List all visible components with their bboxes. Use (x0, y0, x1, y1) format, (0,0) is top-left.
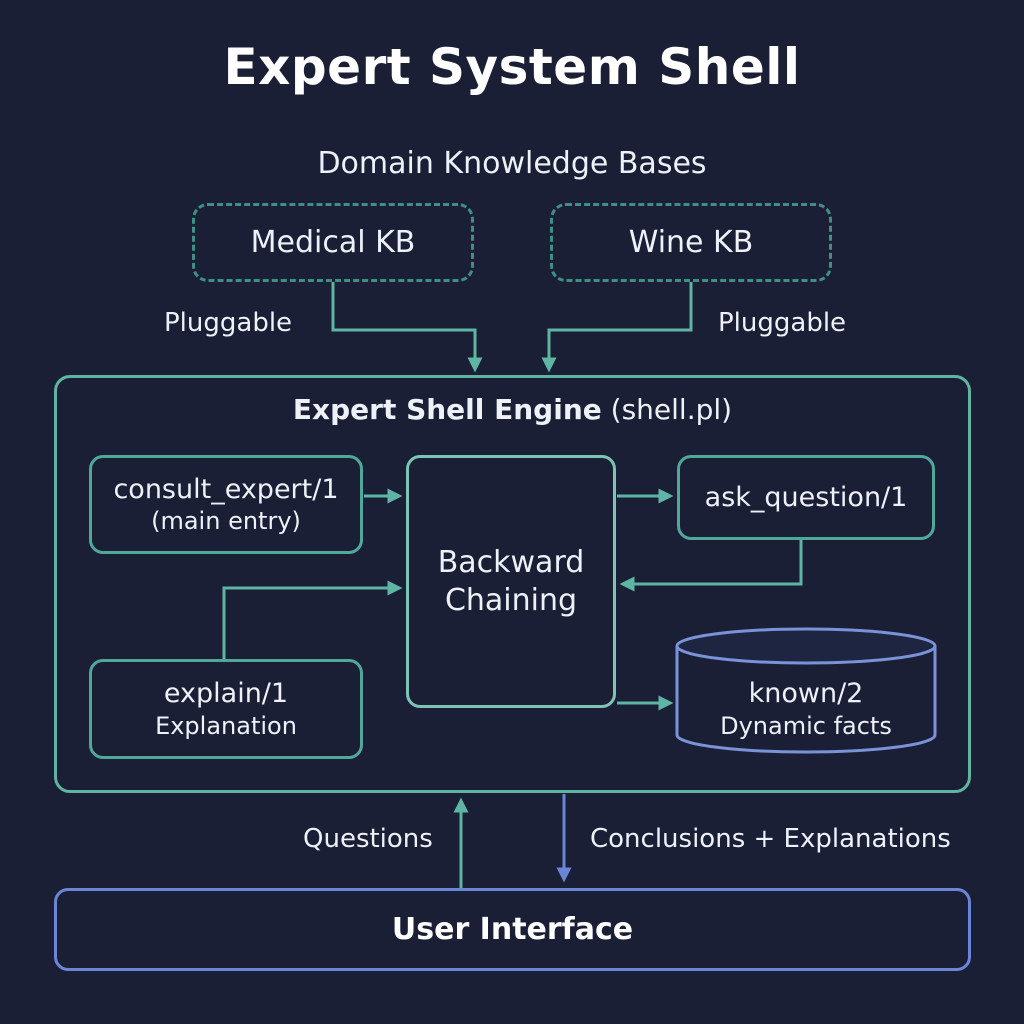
known-name: known/2 (748, 678, 864, 710)
ask-question-name: ask_question/1 (704, 481, 908, 513)
engine-name: Expert Shell Engine (292, 393, 602, 426)
user-interface-box: User Interface (54, 888, 971, 971)
known-facts-text: known/2 Dynamic facts (677, 665, 935, 753)
knowledge-bases-heading: Domain Knowledge Bases (317, 146, 707, 181)
diagram-title: Expert System Shell (223, 38, 801, 96)
backward-chaining-box: Backward Chaining (406, 455, 616, 708)
consult-expert-desc: (main entry) (151, 507, 301, 536)
explain-box: explain/1 Explanation (89, 659, 363, 759)
engine-title: Expert Shell Engine (shell.pl) (54, 393, 971, 426)
explain-name: explain/1 (163, 678, 289, 710)
backward-chaining-line1: Backward (437, 545, 585, 580)
known-desc: Dynamic facts (720, 711, 892, 740)
wine-kb-box: Wine KB (550, 203, 832, 282)
engine-file: (shell.pl) (610, 393, 733, 426)
wine-kb-arrow (541, 282, 693, 373)
known-facts-cylinder (675, 627, 937, 754)
consult-expert-name: consult_expert/1 (113, 473, 339, 505)
explain-to-chaining-arrow (222, 580, 403, 659)
medical-kb-arrow (331, 282, 483, 373)
wine-kb-label: Wine KB (628, 225, 754, 260)
ask-to-chaining-arrow (619, 540, 803, 592)
pluggable-label-right: Pluggable (718, 308, 847, 338)
ask-question-box: ask_question/1 (677, 455, 935, 540)
medical-kb-label: Medical KB (250, 225, 416, 260)
conclusions-label: Conclusions + Explanations (590, 824, 951, 854)
pluggable-label-left: Pluggable (164, 308, 293, 338)
backward-chaining-line2: Chaining (444, 582, 578, 618)
explain-desc: Explanation (155, 711, 297, 740)
questions-label: Questions (303, 824, 433, 854)
consult-expert-box: consult_expert/1 (main entry) (89, 455, 363, 554)
user-interface-label: User Interface (391, 912, 634, 947)
shell-engine-container (54, 375, 971, 793)
medical-kb-box: Medical KB (192, 203, 474, 282)
